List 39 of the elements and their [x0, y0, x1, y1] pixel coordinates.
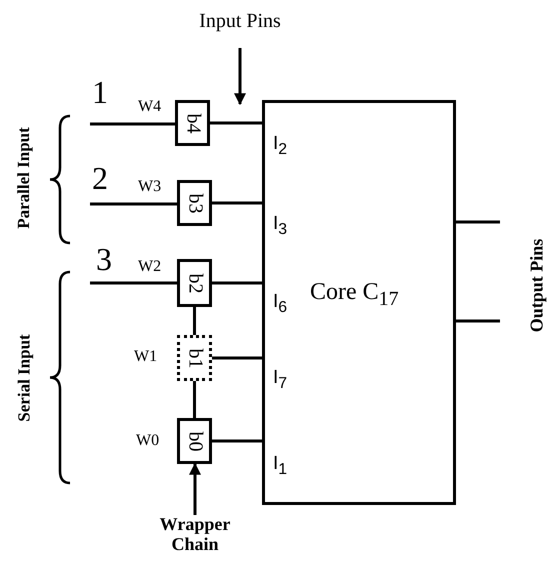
output-pins-label: Output Pins — [526, 238, 548, 332]
pin-name: I$_{3}$ — [273, 213, 288, 239]
wire — [454, 320, 500, 322]
wire-name: W0 — [136, 432, 160, 450]
group-label: Serial Input — [14, 334, 34, 422]
wrapper-cell: b2 — [177, 259, 212, 307]
wire — [454, 220, 500, 224]
wire — [90, 282, 177, 284]
group-label: Parallel Input — [14, 127, 34, 229]
wire-name: W4 — [138, 98, 162, 116]
wire — [193, 307, 196, 335]
pin-name: I$_{2}$ — [273, 133, 288, 159]
wire-name: W3 — [138, 178, 162, 196]
wire — [212, 282, 264, 284]
wire — [212, 356, 264, 360]
wire — [90, 122, 175, 126]
pin-name: I$_{1}$ — [273, 453, 288, 479]
wrapper-cell: b1 — [177, 335, 212, 381]
core-block — [262, 100, 456, 505]
callout-number: 1 — [92, 74, 108, 111]
callout-number: 3 — [96, 241, 112, 278]
wire — [193, 381, 196, 418]
pin-name: I$_{7}$ — [273, 367, 288, 393]
wrapper-cell: b0 — [177, 418, 212, 464]
callout-number: 2 — [92, 160, 108, 197]
wire-name: W1 — [134, 348, 158, 366]
wrapper-cell: b4 — [175, 100, 210, 146]
core-name: Core C$_{17}$ — [310, 279, 399, 311]
wrapper-cell: b3 — [177, 180, 212, 226]
input-pins-label: Input Pins — [180, 10, 300, 36]
wire-name: W2 — [138, 258, 162, 276]
wrapper-chain-label: Wrapper Chain — [150, 515, 240, 559]
wire — [90, 202, 177, 206]
wire — [212, 440, 264, 442]
pin-name: I$_{6}$ — [273, 291, 288, 317]
wire — [212, 202, 264, 204]
arrow — [189, 462, 201, 515]
wire — [210, 122, 264, 124]
leader-arrow — [234, 48, 246, 106]
